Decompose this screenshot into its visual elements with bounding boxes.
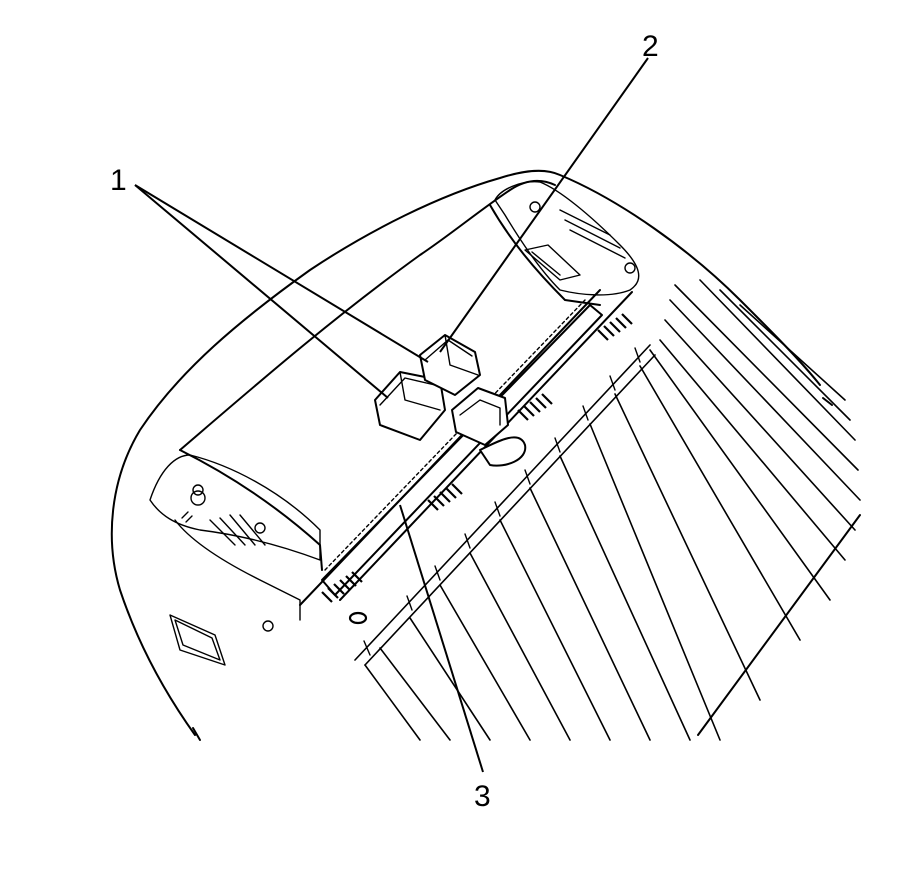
left-hatching [209,514,266,546]
spring-group [321,313,633,625]
center-trough-right [489,204,601,306]
clip-assembly [374,334,527,467]
left-clip [181,511,193,523]
center-trough-left [179,449,323,571]
left-bolt [190,490,206,506]
leader-1b [134,184,389,399]
left-trim-plate [169,614,226,666]
right-bolt [529,201,541,213]
foam-panel [179,179,556,451]
seat-outline [110,169,821,736]
callout-1: 1 [110,164,127,197]
leader-3 [399,504,484,773]
frame-rail-b [364,354,656,666]
left-bolster-edge [174,519,301,621]
right-clip [524,244,581,281]
left-hole [254,522,266,534]
right-bolster [494,181,640,296]
left-bolster [149,454,321,561]
frame-rail [354,344,651,661]
fastener [451,387,509,446]
leader-2 [439,57,649,353]
right-hole [624,262,636,274]
frame-right-edge [697,514,861,736]
left-screw [262,620,274,632]
seat-wires [364,279,861,741]
callout-2: 2 [642,30,659,63]
right-hatching [559,209,626,259]
left-bolt-top [192,484,204,496]
leader-1a [134,184,429,363]
spring-4 [597,313,633,341]
left-trim-inner [174,619,221,661]
outline-tick-b [192,727,201,741]
spring-2 [427,483,463,511]
retainer-edge [299,289,601,606]
frame-hooks [363,347,641,656]
clip-left-detail [379,371,441,411]
callout-3: 3 [474,780,491,813]
fastener-tab [479,436,527,467]
spring-3 [517,393,553,421]
outline-tick [822,397,833,406]
spring-1 [321,571,368,625]
retainer-bar-dash [324,299,586,571]
fastener-detail [459,399,501,426]
